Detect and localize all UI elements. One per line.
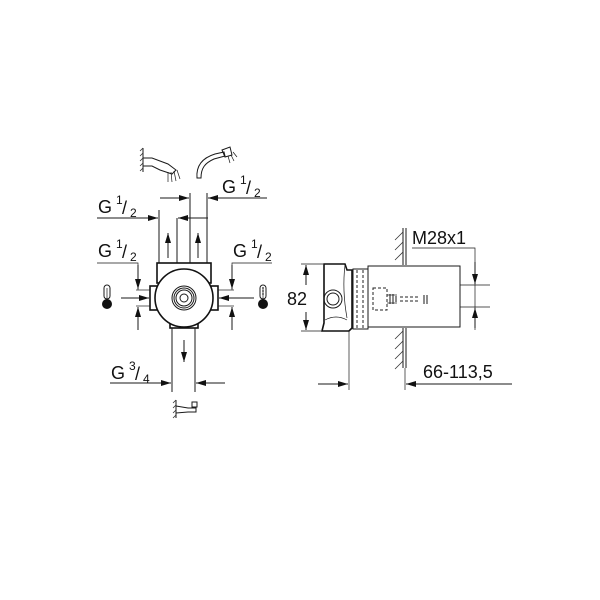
top-outlet-pipes	[158, 193, 208, 263]
side-body	[320, 263, 461, 332]
svg-text:G: G	[111, 363, 125, 383]
hot-thermometer-icon	[258, 284, 268, 309]
svg-text:G: G	[222, 177, 236, 197]
svg-text:2: 2	[265, 250, 272, 264]
svg-text:/: /	[246, 178, 251, 198]
svg-text:/: /	[135, 364, 140, 384]
svg-text:G: G	[98, 241, 112, 261]
label-right-inlet-g-half: G 1 / 2	[233, 237, 272, 264]
label-bottom-outlet-g-three-quarter: G 3 / 4	[111, 359, 150, 386]
right-inlet-dimension	[218, 262, 272, 330]
cold-thermometer-icon	[102, 284, 112, 309]
thread-value: M28x1	[412, 228, 466, 248]
svg-text:3: 3	[129, 359, 136, 373]
valve-body	[149, 262, 219, 329]
label-top-right-g-half: G 1 / 2	[222, 173, 261, 200]
label-left-inlet-g-half: G 1 / 2	[98, 237, 137, 264]
svg-text:/: /	[257, 242, 262, 262]
svg-text:1: 1	[116, 193, 123, 207]
wall	[394, 228, 407, 370]
hand-shower-icon	[196, 146, 238, 179]
height-dimension: 82	[287, 263, 323, 332]
front-view: G 1 / 2 G 1 / 2 G 1 / 2 G 1 / 2 G 3 / 4	[97, 146, 272, 419]
side-view: 82 M28x1 66-113,5	[287, 228, 512, 390]
svg-text:1: 1	[251, 237, 258, 251]
svg-text:G: G	[98, 197, 112, 217]
spindle-detail	[372, 287, 428, 311]
left-inlet-dimension	[97, 262, 150, 330]
svg-text:2: 2	[254, 186, 261, 200]
svg-text:4: 4	[143, 372, 150, 386]
svg-text:/: /	[122, 242, 127, 262]
label-top-left-g-half: G 1 / 2	[98, 193, 137, 220]
depth-dimension: 66-113,5	[318, 331, 512, 390]
svg-text:1: 1	[116, 237, 123, 251]
svg-text:2: 2	[130, 206, 137, 220]
bottom-outlet-pipe	[171, 328, 196, 392]
svg-text:2: 2	[130, 250, 137, 264]
wall-shower-head-icon	[139, 147, 181, 183]
bath-spout-icon	[172, 399, 198, 419]
height-value: 82	[287, 289, 307, 309]
svg-text:1: 1	[240, 173, 247, 187]
top-outlet-dimension-right	[160, 193, 267, 201]
svg-text:G: G	[233, 241, 247, 261]
svg-text:/: /	[122, 198, 127, 218]
depth-value: 66-113,5	[423, 362, 493, 382]
thread-dimension: M28x1	[412, 228, 490, 330]
